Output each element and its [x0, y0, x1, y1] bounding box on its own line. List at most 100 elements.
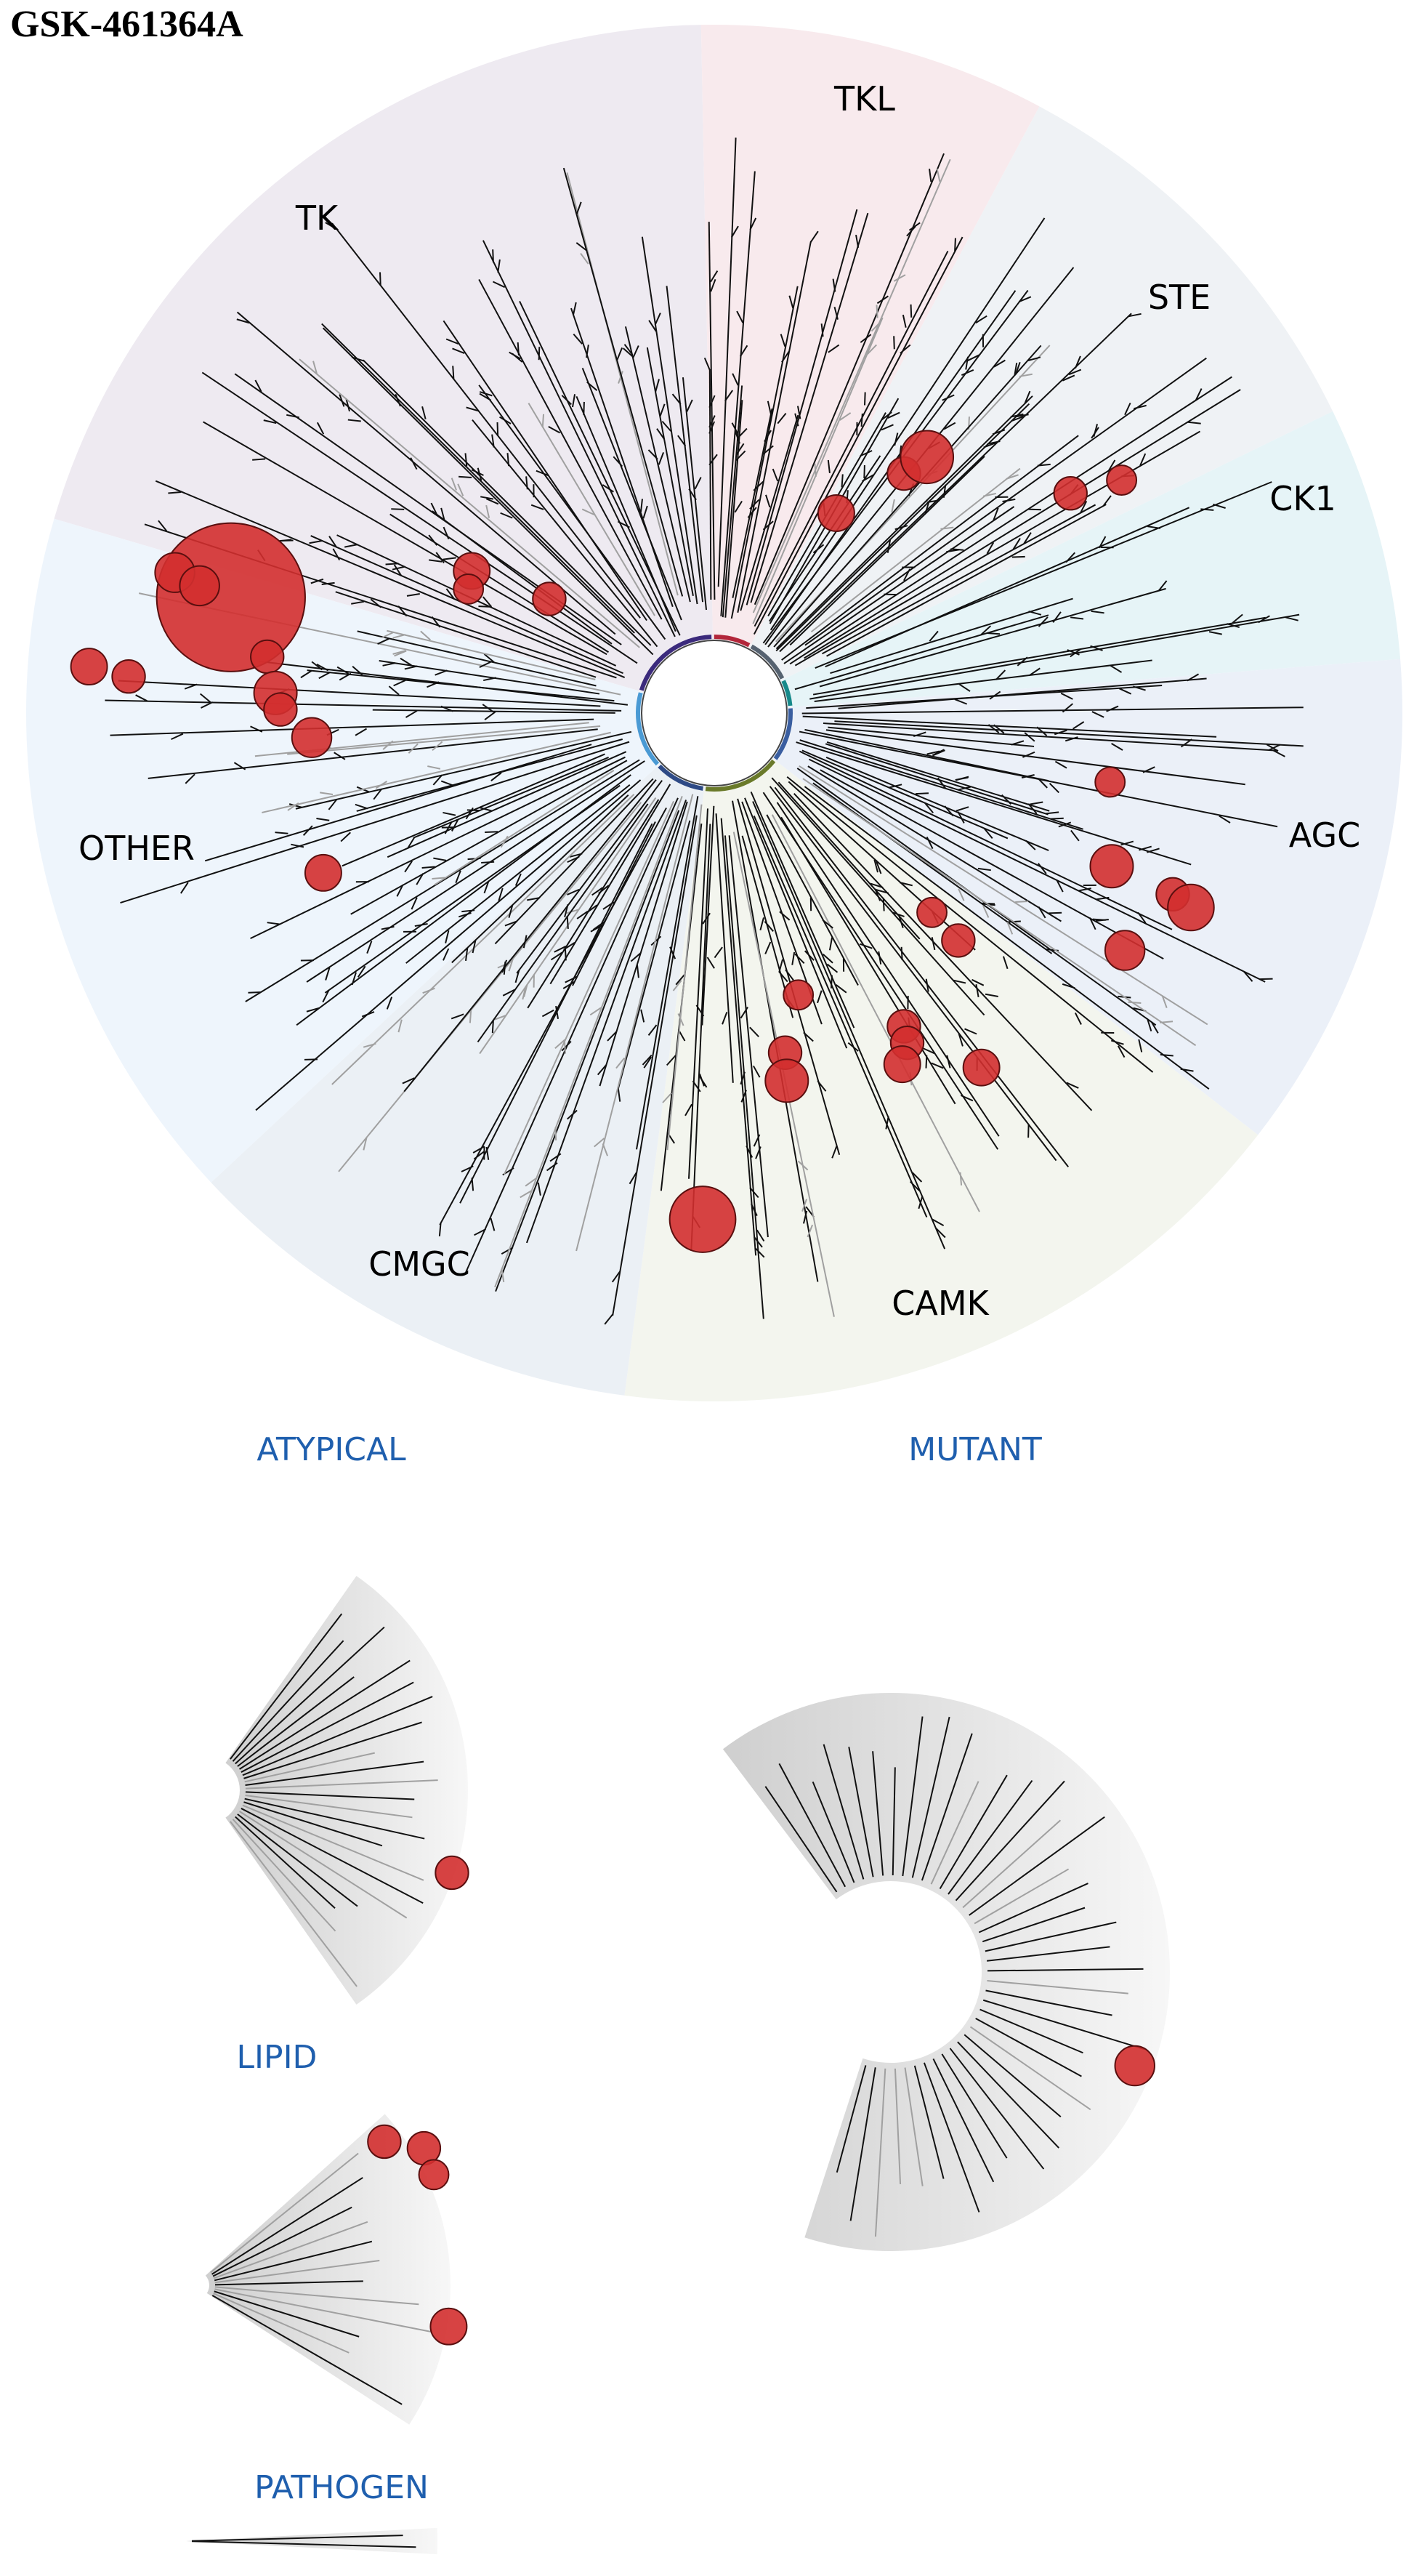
- tree-leaf-tick: [586, 345, 589, 358]
- tree-branch: [779, 313, 1132, 653]
- tree-leaf-tick: [1067, 649, 1080, 656]
- kinase-hit-marker: [764, 1058, 809, 1103]
- tree-leaf-tick: [504, 920, 518, 927]
- subtree-branch: [923, 2062, 980, 2213]
- tree-leaf-tick: [623, 347, 634, 358]
- tree-branch: [331, 222, 641, 619]
- tree-leaf-tick: [669, 946, 676, 959]
- tree-leaf-tick: [549, 1153, 562, 1162]
- tree-leaf-tick: [961, 369, 974, 377]
- tree-leaf-tick: [1147, 1018, 1152, 1032]
- tree-branch: [720, 171, 756, 616]
- sector-agc: [714, 659, 1402, 1135]
- tree-leaf-tick: [909, 1180, 921, 1191]
- subtree-branch: [242, 1696, 433, 1776]
- group-sectors: [25, 25, 1402, 1402]
- tree-leaf-tick: [355, 803, 368, 810]
- tree-leaf-tick: [654, 313, 661, 326]
- tree-branch: [774, 786, 1070, 1168]
- tree-leaf-tick: [233, 762, 246, 770]
- tree-leaf-tick: [989, 691, 1001, 700]
- tree-branch: [478, 278, 663, 620]
- tree-leaf-tick: [754, 1236, 763, 1248]
- tree-branch: [331, 794, 635, 1085]
- tree-leaf-tick: [1272, 749, 1285, 757]
- tree-leaf-tick: [375, 781, 388, 789]
- tree-leaf-tick: [340, 832, 351, 842]
- tree-leaf-tick: [607, 1031, 618, 1042]
- tree-leaf-tick: [658, 452, 665, 465]
- tree-leaf-tick: [451, 1013, 464, 1020]
- tree-leaf-tick: [796, 406, 801, 419]
- tree-branch: [728, 835, 769, 1238]
- tree-leaf-tick: [762, 445, 774, 455]
- tree-leaf-tick: [942, 484, 947, 498]
- subtree-branch: [232, 1819, 336, 1932]
- tree-leaf-tick: [373, 788, 383, 800]
- tree-leaf-tick: [416, 873, 424, 885]
- tree-leaf-tick: [876, 295, 889, 305]
- tree-leaf-tick: [435, 669, 448, 676]
- tree-leaf-tick: [740, 1071, 746, 1085]
- tree-leaf-tick: [1049, 782, 1059, 794]
- tree-leaf-tick: [832, 278, 836, 292]
- tree-leaf-tick: [386, 997, 393, 1010]
- sector-root-arc: [658, 764, 703, 791]
- subtree-branch: [241, 1681, 414, 1773]
- tree-leaf-tick: [445, 588, 456, 600]
- tree-leaf-tick: [366, 941, 373, 954]
- tree-branch: [793, 792, 1093, 1111]
- tree-leaf-tick: [975, 983, 979, 998]
- tree-leaf-tick: [781, 350, 790, 363]
- tree-leaf-tick: [1038, 863, 1047, 874]
- tree-leaf-tick: [1072, 721, 1085, 730]
- tree-leaf-tick: [940, 526, 954, 530]
- tree-leaf-tick: [878, 951, 882, 965]
- tree-leaf-tick: [135, 694, 148, 702]
- tree-leaf-tick: [954, 699, 968, 705]
- subtree-branch: [985, 1989, 1112, 2016]
- tree-leaf-tick: [406, 592, 420, 597]
- tree-leaf-tick: [1049, 911, 1062, 914]
- tree-leaf-tick: [1128, 313, 1142, 318]
- tree-branch: [105, 699, 622, 712]
- tree-leaf-tick: [753, 1065, 761, 1078]
- tree-leaf-tick: [1102, 495, 1112, 507]
- tree-leaf-tick: [455, 870, 461, 883]
- tree-leaf-tick: [1161, 995, 1168, 1008]
- kinase-hit-marker: [941, 923, 976, 958]
- tree-leaf-tick: [642, 1055, 653, 1066]
- tree-leaf-tick: [438, 1223, 442, 1236]
- tree-leaf-tick: [392, 565, 405, 571]
- tree-leaf-tick: [1187, 421, 1201, 424]
- tree-branch: [439, 807, 667, 1225]
- kinase-hit-marker: [916, 896, 948, 928]
- subtree-branch: [948, 1779, 1033, 1895]
- tree-leaf-tick: [828, 937, 833, 951]
- tree-leaf-tick: [929, 630, 939, 642]
- tree-leaf-tick: [561, 395, 572, 406]
- tree-leaf-tick: [756, 1229, 765, 1242]
- sector-camk: [624, 713, 1259, 1402]
- tree-branch: [342, 753, 605, 867]
- tree-leaf-tick: [429, 559, 443, 563]
- tree-leaf-tick: [616, 347, 623, 361]
- kinase-hit-marker: [1053, 476, 1088, 511]
- tree-leaf-tick: [392, 650, 406, 655]
- tree-branch: [262, 731, 611, 813]
- tree-branch: [250, 756, 626, 940]
- tree-branch: [799, 739, 1083, 830]
- subtree-branch: [213, 2221, 368, 2279]
- tree-branch: [236, 311, 616, 635]
- tree-branch: [752, 801, 946, 1249]
- tree-branch: [525, 800, 687, 1244]
- subtree-branch: [969, 1816, 1105, 1916]
- kinase-hit-marker: [1114, 2045, 1156, 2087]
- tree-leaf-tick: [898, 445, 902, 459]
- tree-leaf-tick: [1011, 555, 1025, 558]
- kinase-hit-marker: [435, 1855, 469, 1891]
- tree-leaf-tick: [1030, 801, 1043, 805]
- tree-leaf-tick: [435, 552, 445, 564]
- tree-leaf-tick: [501, 1247, 514, 1255]
